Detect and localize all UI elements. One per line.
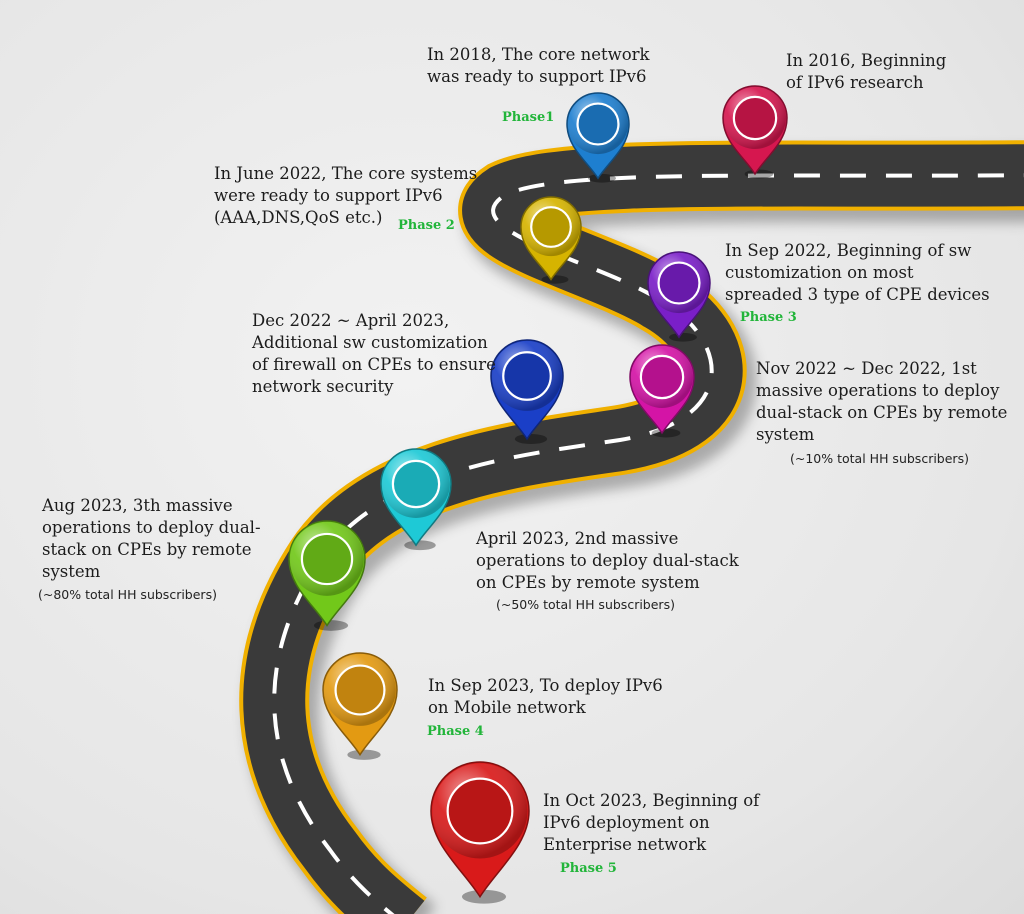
map-pin-shadow bbox=[541, 275, 569, 284]
map-pin-ring bbox=[639, 354, 685, 400]
map-pin-aug-2023-icon bbox=[288, 520, 366, 631]
milestone-label-dec-2022: Dec 2022 ~ April 2023, Additional sw cus… bbox=[252, 311, 496, 396]
milestone-note-aug-2023: (~80% total HH subscribers) bbox=[38, 587, 217, 602]
map-pin-shadow bbox=[347, 749, 381, 760]
milestone-label-sep-2022: In Sep 2022, Beginning of sw customizati… bbox=[725, 241, 990, 304]
map-pin-shadow bbox=[744, 169, 774, 179]
map-pin-sep-2023-icon bbox=[322, 652, 398, 760]
milestone-label-april-2023: April 2023, 2nd massive operations to de… bbox=[476, 529, 739, 592]
map-pin-ring bbox=[502, 351, 552, 401]
map-pin-shadow bbox=[651, 428, 681, 438]
map-pin-2016-icon bbox=[722, 85, 788, 179]
phase-label-1: Phase1 bbox=[502, 110, 555, 125]
map-pin-oct-2023-icon bbox=[430, 761, 530, 904]
road-far-section bbox=[599, 147, 1024, 181]
map-pin-shadow bbox=[404, 540, 436, 551]
milestone-label-nov-2022: Nov 2022 ~ Dec 2022, 1st massive operati… bbox=[756, 359, 1008, 444]
milestone-label-2016: In 2016, Beginning of IPv6 research bbox=[786, 51, 947, 92]
milestone-label-aug-2023: Aug 2023, 3th massive operations to depl… bbox=[42, 496, 261, 581]
map-pin-shadow bbox=[669, 332, 697, 342]
map-pin-ring bbox=[446, 777, 514, 845]
milestone-label-june-2022: In June 2022, The core systems were read… bbox=[214, 164, 478, 227]
phase-label-3: Phase 3 bbox=[740, 310, 797, 325]
map-pin-ring bbox=[576, 102, 620, 146]
phase-label-4: Phase 4 bbox=[427, 724, 484, 739]
milestone-label-oct-2023: In Oct 2023, Beginning of IPv6 deploymen… bbox=[543, 791, 760, 854]
milestone-note-nov-2022: (~10% total HH subscribers) bbox=[790, 451, 969, 466]
phase-label-2: Phase 2 bbox=[398, 218, 455, 233]
map-pin-ring bbox=[300, 532, 354, 586]
road-lane-marking bbox=[272, 173, 1024, 914]
map-pin-nov-2022-icon bbox=[629, 344, 695, 438]
map-pin-shadow bbox=[588, 173, 616, 183]
milestone-label-2018: In 2018, The core network was ready to s… bbox=[427, 45, 650, 86]
map-pin-ring bbox=[732, 95, 778, 141]
map-pin-shadow bbox=[461, 889, 507, 904]
map-pin-shadow bbox=[313, 620, 349, 631]
map-pin-ring bbox=[334, 664, 386, 716]
map-pin-sep-2022-icon bbox=[647, 251, 711, 342]
map-pin-june-2022-icon bbox=[520, 196, 582, 284]
map-pin-ring bbox=[530, 206, 572, 248]
phase-label-5: Phase 5 bbox=[560, 861, 617, 876]
map-pin-ring bbox=[391, 459, 441, 509]
milestone-note-april-2023: (~50% total HH subscribers) bbox=[496, 597, 675, 612]
map-pin-2018-icon bbox=[566, 92, 630, 183]
map-pin-dec-2022-icon bbox=[490, 339, 564, 445]
milestone-pins bbox=[288, 85, 788, 904]
map-pin-shadow bbox=[514, 433, 548, 445]
milestone-label-sep-2023: In Sep 2023, To deploy IPv6 on Mobile ne… bbox=[428, 676, 663, 717]
map-pin-april-2023-icon bbox=[380, 448, 452, 551]
map-pin-ring bbox=[657, 261, 701, 305]
